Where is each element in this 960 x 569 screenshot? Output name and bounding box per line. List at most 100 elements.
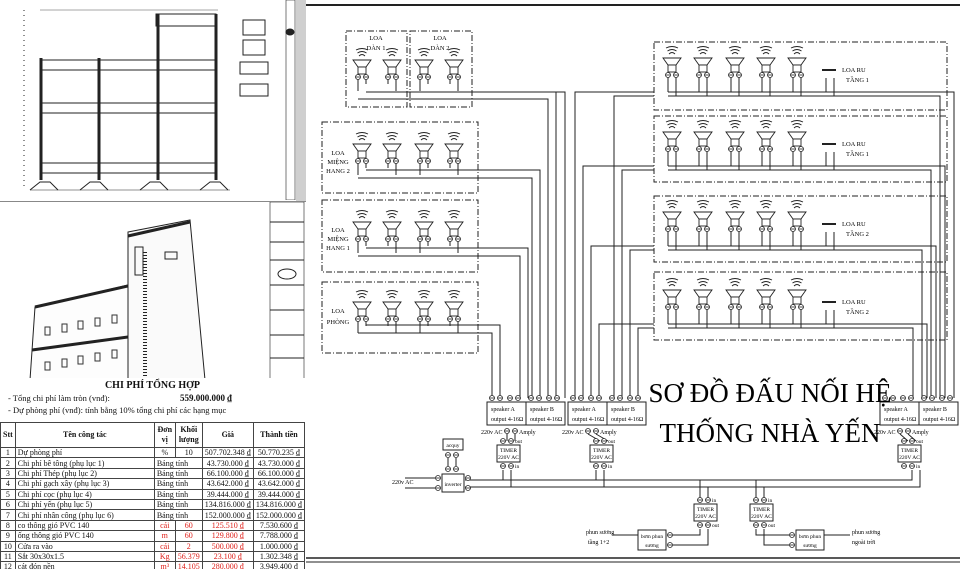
speaker-b-label: speaker B: [611, 407, 635, 413]
wire: [590, 245, 654, 398]
speaker-icon: [787, 46, 807, 78]
group-label: LOA: [331, 308, 345, 315]
terminal-icon: [939, 395, 945, 401]
group-label: LOA RU: [842, 299, 866, 306]
wire: [358, 177, 533, 398]
terminal-icon: [736, 146, 742, 152]
wire: [834, 169, 932, 398]
terminal-icon: [508, 438, 514, 444]
speaker-b-label: speaker B: [923, 407, 947, 413]
group-label: LOA: [433, 35, 447, 42]
speaker-icon: [444, 132, 464, 164]
speaker-icon: [693, 120, 713, 152]
speaker-a-label: speaker A: [491, 407, 515, 413]
mist-left-label: phun sương: [586, 530, 614, 536]
vent-opening: [111, 314, 118, 324]
speaker-icon: [382, 290, 402, 322]
cell-name: Chi phí yến (phụ lục 5): [14, 498, 155, 511]
col-stt: Stt: [0, 422, 16, 448]
cell-stt: 2: [0, 457, 16, 469]
group-label: TẦNG 2: [846, 230, 869, 238]
timer-voltage: 220V AC: [899, 455, 920, 461]
group-label: HANG 1: [326, 245, 350, 252]
terminal-icon: [393, 316, 399, 322]
cell-stt: 5: [0, 488, 16, 500]
terminal-icon: [667, 542, 673, 548]
wire: [629, 249, 654, 398]
speaker-icon: [352, 290, 372, 322]
timer-bottom-port: in: [515, 464, 520, 470]
terminal-icon: [921, 395, 927, 401]
cell-price: 43.730.000 ₫: [201, 457, 254, 469]
group-boxes: [321, 30, 948, 354]
mist-right-label: phun sương: [852, 530, 880, 536]
wire: [834, 327, 914, 398]
cell-total: 1.302.348 ₫: [252, 550, 306, 563]
timer-top-port: in: [712, 498, 717, 504]
speaker-icon: [756, 46, 776, 78]
wire: [465, 470, 921, 488]
wire: [834, 165, 946, 398]
terminal-icon: [355, 236, 361, 242]
group-label: HANG 2: [326, 168, 350, 175]
terminal-icon: [790, 146, 796, 152]
terminal-icon: [515, 395, 521, 401]
speaker-icon: [662, 120, 682, 152]
terminal-icon: [546, 395, 552, 401]
wire: [637, 327, 654, 398]
speaker-icon: [352, 48, 372, 80]
cell-stt: 8: [0, 519, 16, 532]
amply-label: Amply: [519, 430, 536, 436]
col-price: Giá: [201, 422, 254, 448]
terminal-icon: [588, 395, 594, 401]
pump-label: bơm phun: [641, 534, 664, 540]
terminal-icon: [554, 395, 560, 401]
cell-unit: Bảng tính: [153, 498, 203, 511]
mist-left-sublabel: tầng 1+2: [588, 539, 609, 546]
terminal-icon: [767, 146, 773, 152]
terminal-icon: [665, 72, 671, 78]
terminal-icon: [465, 485, 471, 491]
structural-elevation-drawing: [0, 0, 296, 200]
terminal-icon: [455, 74, 461, 80]
cell-price: 129.800 ₫: [201, 530, 254, 542]
terminal-icon: [905, 428, 911, 434]
amply-label: Amply: [912, 430, 929, 436]
wire: [366, 247, 529, 398]
terminal-icon: [882, 395, 888, 401]
terminal-icon: [736, 304, 742, 310]
terminal-icon: [705, 522, 711, 528]
terminal-icon: [455, 158, 461, 164]
group-label: LOA: [331, 150, 345, 157]
terminal-icon: [385, 316, 391, 322]
group-label: LOA: [331, 227, 345, 234]
group-label: DÀN 1: [367, 44, 386, 52]
mains-label: 220v AC: [392, 480, 414, 486]
cell-price: 280.000 ₫: [201, 561, 254, 569]
speaker-b-output: output 4-16Ω: [923, 417, 956, 423]
speaker-a-label: speaker A: [572, 407, 596, 413]
terminal-icon: [617, 395, 623, 401]
speaker-icon: [414, 132, 434, 164]
speaker-icon: [414, 210, 434, 242]
terminal-icon: [363, 74, 369, 80]
terminal-icon: [761, 522, 767, 528]
wire: [673, 529, 701, 536]
wire: [673, 529, 709, 546]
terminal-icon: [736, 72, 742, 78]
terminal-icon: [447, 158, 453, 164]
cell-unit: Bảng tính: [153, 467, 203, 480]
cell-name: Chi phí Thép (phụ lục 2): [14, 467, 155, 480]
terminal-icon: [704, 72, 710, 78]
terminal-icon: [736, 226, 742, 232]
cell-unit: Kg: [153, 550, 176, 563]
terminal-icon: [667, 532, 673, 538]
terminal-icon: [455, 316, 461, 322]
terminal-icon: [909, 438, 915, 444]
cell-qty: 2: [174, 540, 203, 552]
cell-total: 50.770.235 ₫: [252, 446, 306, 459]
speaker-icon: [662, 200, 682, 232]
terminal-icon: [798, 72, 804, 78]
